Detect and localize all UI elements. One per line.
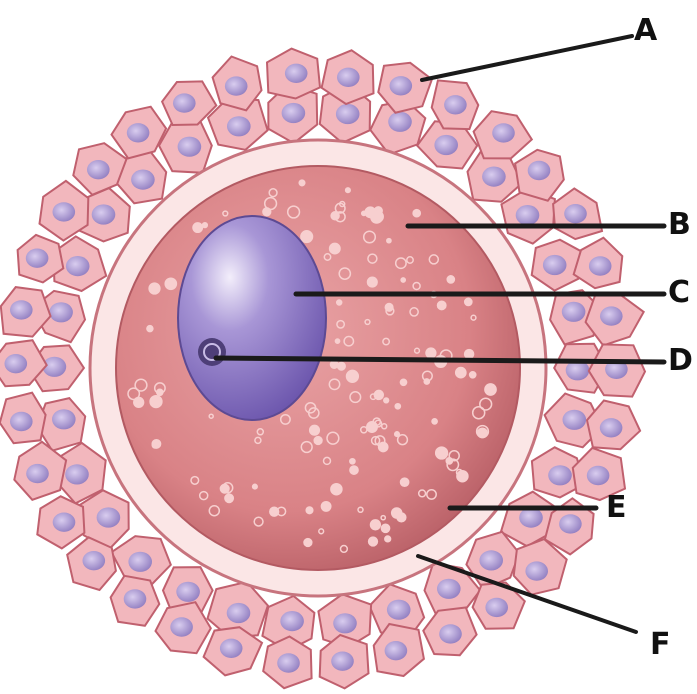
granule (465, 298, 472, 305)
follicle-cell (574, 238, 623, 289)
follicle-cell (320, 635, 369, 688)
follicle-cell (423, 608, 476, 656)
granule (426, 348, 436, 358)
granule (149, 283, 160, 294)
granule (338, 362, 346, 370)
label-a: A (634, 16, 657, 46)
label-c: C (668, 278, 690, 308)
label-f: F (650, 630, 671, 660)
granule (438, 301, 446, 309)
granule (337, 300, 342, 305)
follicle-cell (263, 637, 311, 689)
follicle-cell (37, 496, 84, 548)
granule (371, 212, 382, 223)
follicle-cell (432, 80, 479, 129)
granule (147, 326, 153, 332)
follicle-cell (14, 442, 66, 500)
granule (485, 384, 496, 395)
granule (401, 278, 405, 282)
follicle-cell (532, 240, 583, 291)
granule (304, 539, 312, 547)
leader-line-a (422, 36, 632, 80)
nucleolus (198, 338, 226, 366)
granule (424, 379, 429, 384)
granule (314, 437, 322, 445)
granule (400, 379, 406, 385)
granule (436, 447, 448, 459)
granule (301, 231, 313, 243)
granule (457, 471, 468, 482)
granule (465, 350, 474, 359)
follicle-cell (553, 189, 602, 240)
follicle-cell (267, 49, 320, 99)
follicle-cell (112, 107, 167, 159)
granule (367, 422, 377, 432)
granule (347, 370, 359, 382)
granule (253, 484, 258, 489)
granule (335, 339, 339, 343)
label-e: E (606, 493, 627, 523)
granule (395, 404, 400, 409)
granule (165, 278, 176, 289)
granule (331, 484, 342, 495)
granule (331, 361, 338, 368)
granule (362, 211, 366, 215)
granule (432, 419, 437, 424)
label-b: B (668, 210, 691, 240)
granule (321, 502, 330, 511)
follicle-cell (586, 295, 644, 345)
granule (310, 425, 320, 435)
granule (401, 478, 409, 486)
label-d: D (668, 346, 693, 376)
follicle-cell (73, 143, 126, 195)
granule (384, 398, 389, 403)
granule (371, 520, 381, 530)
granule (447, 276, 454, 283)
follicle-cell (112, 536, 171, 585)
granule (385, 304, 393, 312)
granule (270, 507, 279, 516)
granule (306, 507, 313, 514)
granule (350, 466, 358, 474)
follicle-cell (111, 576, 160, 626)
follicle-cell (587, 401, 640, 450)
granule (350, 459, 355, 464)
oocyte-nucleus (178, 216, 326, 420)
granule (381, 524, 389, 532)
granule (299, 180, 305, 186)
granule (413, 210, 420, 217)
granule (397, 513, 406, 522)
granule (456, 368, 466, 378)
granule (150, 396, 162, 408)
granule (368, 277, 378, 287)
granule (369, 537, 378, 546)
follicle-cell (0, 393, 46, 444)
granule (470, 372, 476, 378)
granule (193, 223, 202, 232)
granule (346, 188, 351, 193)
granule (225, 494, 233, 502)
granule (387, 239, 391, 243)
granule (263, 208, 271, 216)
granule (330, 243, 340, 253)
granule (385, 536, 391, 542)
follicle-cell (474, 111, 532, 158)
granule (203, 223, 208, 228)
granule (331, 212, 339, 220)
follicle-cell (515, 150, 564, 201)
